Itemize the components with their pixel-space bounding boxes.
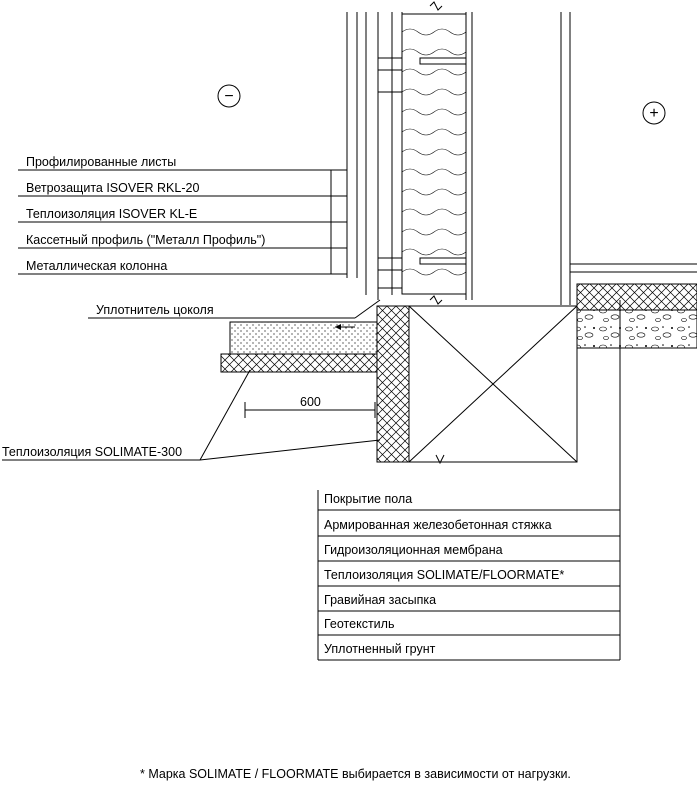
outdoor-slab [220,321,378,373]
floor-label-soil: Уплотненный грунт [324,642,436,656]
wall-leaders [18,169,347,275]
outside-zone-marker: − [217,84,241,108]
plinth-seal-callout: Уплотнитель цоколя [88,299,381,319]
floor-label-gravel: Гравийная засыпка [324,593,436,607]
wall-label-metal-column: Металлическая колонна [26,259,167,273]
wall-label-list: Профилированные листы Ветрозащита ISOVER… [26,155,265,273]
floor-label-insulation: Теплоизоляция SOLIMATE/FLOORMATE* [324,568,564,582]
wall-label-wind-barrier: Ветрозащита ISOVER RKL-20 [26,181,199,195]
inside-zone-marker: + [642,101,666,125]
dimension-value: 600 [300,395,321,409]
solimate-300-callout: Теплоизоляция SOLIMATE-300 [2,369,381,461]
foundation [376,305,578,465]
floor-label-list: Покрытие пола Армированная железобетонна… [324,492,564,656]
wall-label-profiled-sheets: Профилированные листы [26,155,176,169]
floor-label-covering: Покрытие пола [324,492,412,506]
plinth-seal-label: Уплотнитель цоколя [96,303,214,317]
footnote: * Марка SOLIMATE / FLOORMATE выбирается … [140,767,571,781]
wall-assembly [346,1,571,305]
solimate-300-label: Теплоизоляция SOLIMATE-300 [2,445,182,459]
floor-label-geotextile: Геотекстиль [324,617,394,631]
floor-leaders [317,300,621,661]
inside-zone-symbol: + [649,105,658,122]
wall-label-insulation: Теплоизоляция ISOVER KL-E [26,207,197,221]
dimension-600: 600 [244,395,376,418]
floor-label-membrane: Гидроизоляционная мембрана [324,543,503,557]
wall-label-cassette-profile: Кассетный профиль ("Металл Профиль") [26,233,265,247]
interior-floor [570,263,697,349]
floor-label-screed: Армированная железобетонная стяжка [324,518,552,532]
outside-zone-symbol: − [224,88,233,105]
